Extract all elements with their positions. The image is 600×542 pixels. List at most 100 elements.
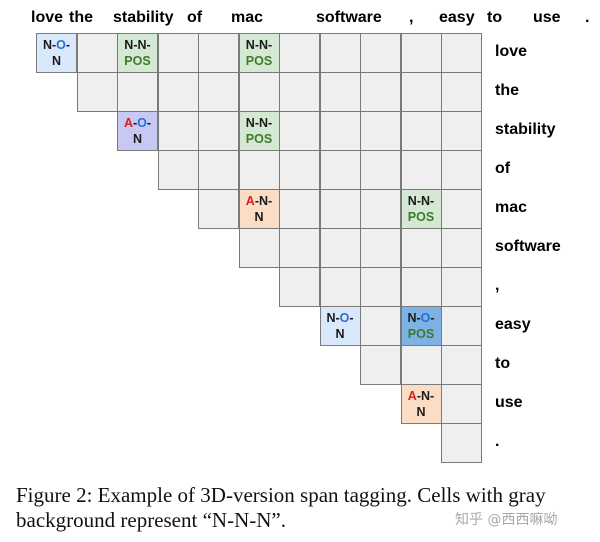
tag-cell: A-N-N xyxy=(400,384,442,424)
empty-cell xyxy=(441,150,482,190)
empty-cell xyxy=(279,33,320,73)
empty-cell xyxy=(198,189,239,229)
row-token: , xyxy=(495,277,500,294)
tag-segment: A xyxy=(123,116,133,130)
empty-cell xyxy=(319,228,361,268)
empty-cell xyxy=(319,150,361,190)
tag-segment: N xyxy=(42,38,52,52)
empty-cell xyxy=(319,33,361,73)
row-token: use xyxy=(495,394,523,411)
tag-segment: -N- xyxy=(254,194,273,208)
tag-line: N xyxy=(335,326,344,342)
row-token: the xyxy=(495,82,519,99)
column-token: mac xyxy=(231,9,264,26)
tag-segment: N xyxy=(335,327,345,341)
empty-cell xyxy=(441,228,482,268)
tag-segment: N xyxy=(51,54,62,68)
row-token: . xyxy=(495,433,500,450)
empty-cell xyxy=(441,384,482,424)
empty-cell xyxy=(238,72,280,112)
empty-cell xyxy=(441,111,482,151)
tag-cell: N-O-N xyxy=(319,306,361,346)
empty-cell xyxy=(360,306,401,346)
tag-segment: - xyxy=(349,311,354,325)
tag-cell: N-N- POS xyxy=(238,111,280,151)
empty-cell xyxy=(360,33,401,73)
empty-cell xyxy=(360,189,401,229)
empty-cell xyxy=(441,267,482,307)
empty-cell xyxy=(157,150,199,190)
tag-segment: -N- xyxy=(416,389,435,403)
empty-cell xyxy=(441,306,482,346)
tag-segment: N xyxy=(132,132,143,146)
tag-line: N-O- xyxy=(326,310,353,326)
empty-cell xyxy=(400,228,442,268)
empty-cell xyxy=(360,150,401,190)
tag-line: N xyxy=(416,404,425,420)
empty-cell xyxy=(400,33,442,73)
tag-segment: POS xyxy=(245,132,273,146)
tag-segment: N-N- xyxy=(245,38,273,52)
empty-cell xyxy=(76,33,118,73)
empty-cell xyxy=(400,267,442,307)
empty-cell xyxy=(279,228,320,268)
tag-cell: N-N-POS xyxy=(238,33,280,73)
empty-cell xyxy=(441,33,482,73)
tag-line: POS xyxy=(408,209,434,225)
column-token: stability xyxy=(113,9,174,26)
column-token: easy xyxy=(439,9,475,26)
tag-line: POS xyxy=(246,131,272,147)
column-token: the xyxy=(69,9,93,26)
tag-segment: O xyxy=(339,311,350,325)
tag-segment: N-N- xyxy=(407,194,435,208)
tag-segment: N xyxy=(416,405,426,419)
empty-cell xyxy=(76,72,118,112)
tag-line: N xyxy=(52,53,61,69)
empty-cell xyxy=(441,189,482,229)
empty-cell xyxy=(157,111,199,151)
empty-cell xyxy=(279,72,320,112)
empty-cell xyxy=(279,189,320,229)
column-token: of xyxy=(187,9,203,26)
tag-cell: N-O-POS xyxy=(400,306,442,346)
empty-cell xyxy=(279,111,320,151)
empty-cell xyxy=(238,228,280,268)
empty-cell xyxy=(400,345,442,385)
tag-line: A-O- xyxy=(124,115,151,131)
column-token: love xyxy=(31,9,64,26)
tag-segment: N- xyxy=(407,311,421,325)
tag-segment: - xyxy=(65,38,71,52)
empty-cell xyxy=(441,72,482,112)
empty-cell xyxy=(117,72,158,112)
column-token: software xyxy=(316,9,382,26)
tag-segment: O xyxy=(56,38,66,52)
tag-segment: - xyxy=(51,38,57,52)
column-token: use xyxy=(533,9,561,26)
tag-segment: - xyxy=(132,116,138,130)
empty-cell xyxy=(319,189,361,229)
tag-line: A-N- xyxy=(408,388,434,404)
empty-cell xyxy=(441,423,482,463)
row-token: to xyxy=(495,355,511,372)
tag-line: N-N- xyxy=(408,193,434,209)
empty-cell xyxy=(360,267,401,307)
figure-caption: Figure 2: Example of 3D-version span tag… xyxy=(16,483,546,532)
empty-cell xyxy=(198,72,239,112)
tag-cell: N-O-N xyxy=(36,33,77,73)
tag-line: N-O- xyxy=(407,310,434,326)
empty-cell xyxy=(198,111,239,151)
tag-segment: - xyxy=(430,311,435,325)
empty-cell xyxy=(157,72,199,112)
tag-segment: N-N- xyxy=(245,116,273,130)
tag-line: N-N- xyxy=(124,37,150,53)
empty-cell xyxy=(279,150,320,190)
row-token: of xyxy=(495,160,511,177)
tag-segment: A xyxy=(245,194,255,208)
tag-line: N-O- xyxy=(43,37,70,53)
tag-cell: N-N-POS xyxy=(400,189,442,229)
row-token: stability xyxy=(495,121,556,138)
tag-line: A-N- xyxy=(246,193,272,209)
tag-line: N-N- xyxy=(246,115,272,131)
tag-line: POS xyxy=(246,53,272,69)
tag-line: N-N- xyxy=(246,37,272,53)
